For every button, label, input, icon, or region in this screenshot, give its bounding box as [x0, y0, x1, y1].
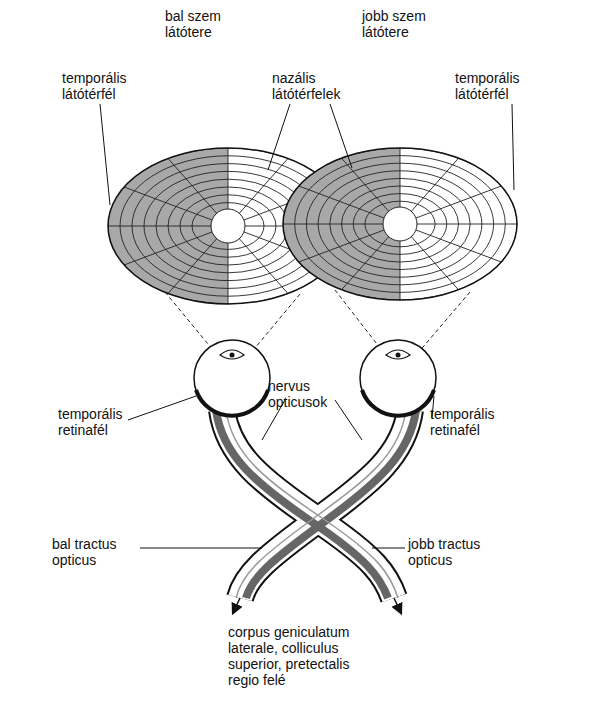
optic-nerves	[216, 410, 416, 598]
anatomy-label: temporális retinafél	[58, 406, 140, 438]
field-part	[283, 148, 517, 300]
right-visual-field	[260, 133, 541, 315]
anatomy-label: temporális retinafél	[430, 406, 512, 438]
field-part	[211, 209, 245, 243]
anatomy-label: jobb tractus opticus	[408, 536, 508, 568]
right-eye	[360, 340, 436, 416]
left-eye	[194, 340, 270, 416]
anatomy-label: jobb szem látótere	[362, 8, 442, 40]
leader-lines	[100, 104, 514, 548]
field-part	[383, 207, 417, 241]
anatomy-label: corpus geniculatum laterale, colliculus …	[228, 624, 380, 688]
anatomy-label: bal szem látótere	[165, 8, 245, 40]
anatomy-label: temporális látótérfél	[455, 70, 537, 102]
anatomy-label: nervus opticusok	[268, 378, 350, 410]
anatomy-label: bal tractus opticus	[52, 536, 144, 568]
tract-arrows	[233, 598, 401, 613]
anatomy-label: temporális látótérfél	[62, 70, 144, 102]
anatomy-label: nazális látótérfelek	[272, 70, 364, 102]
